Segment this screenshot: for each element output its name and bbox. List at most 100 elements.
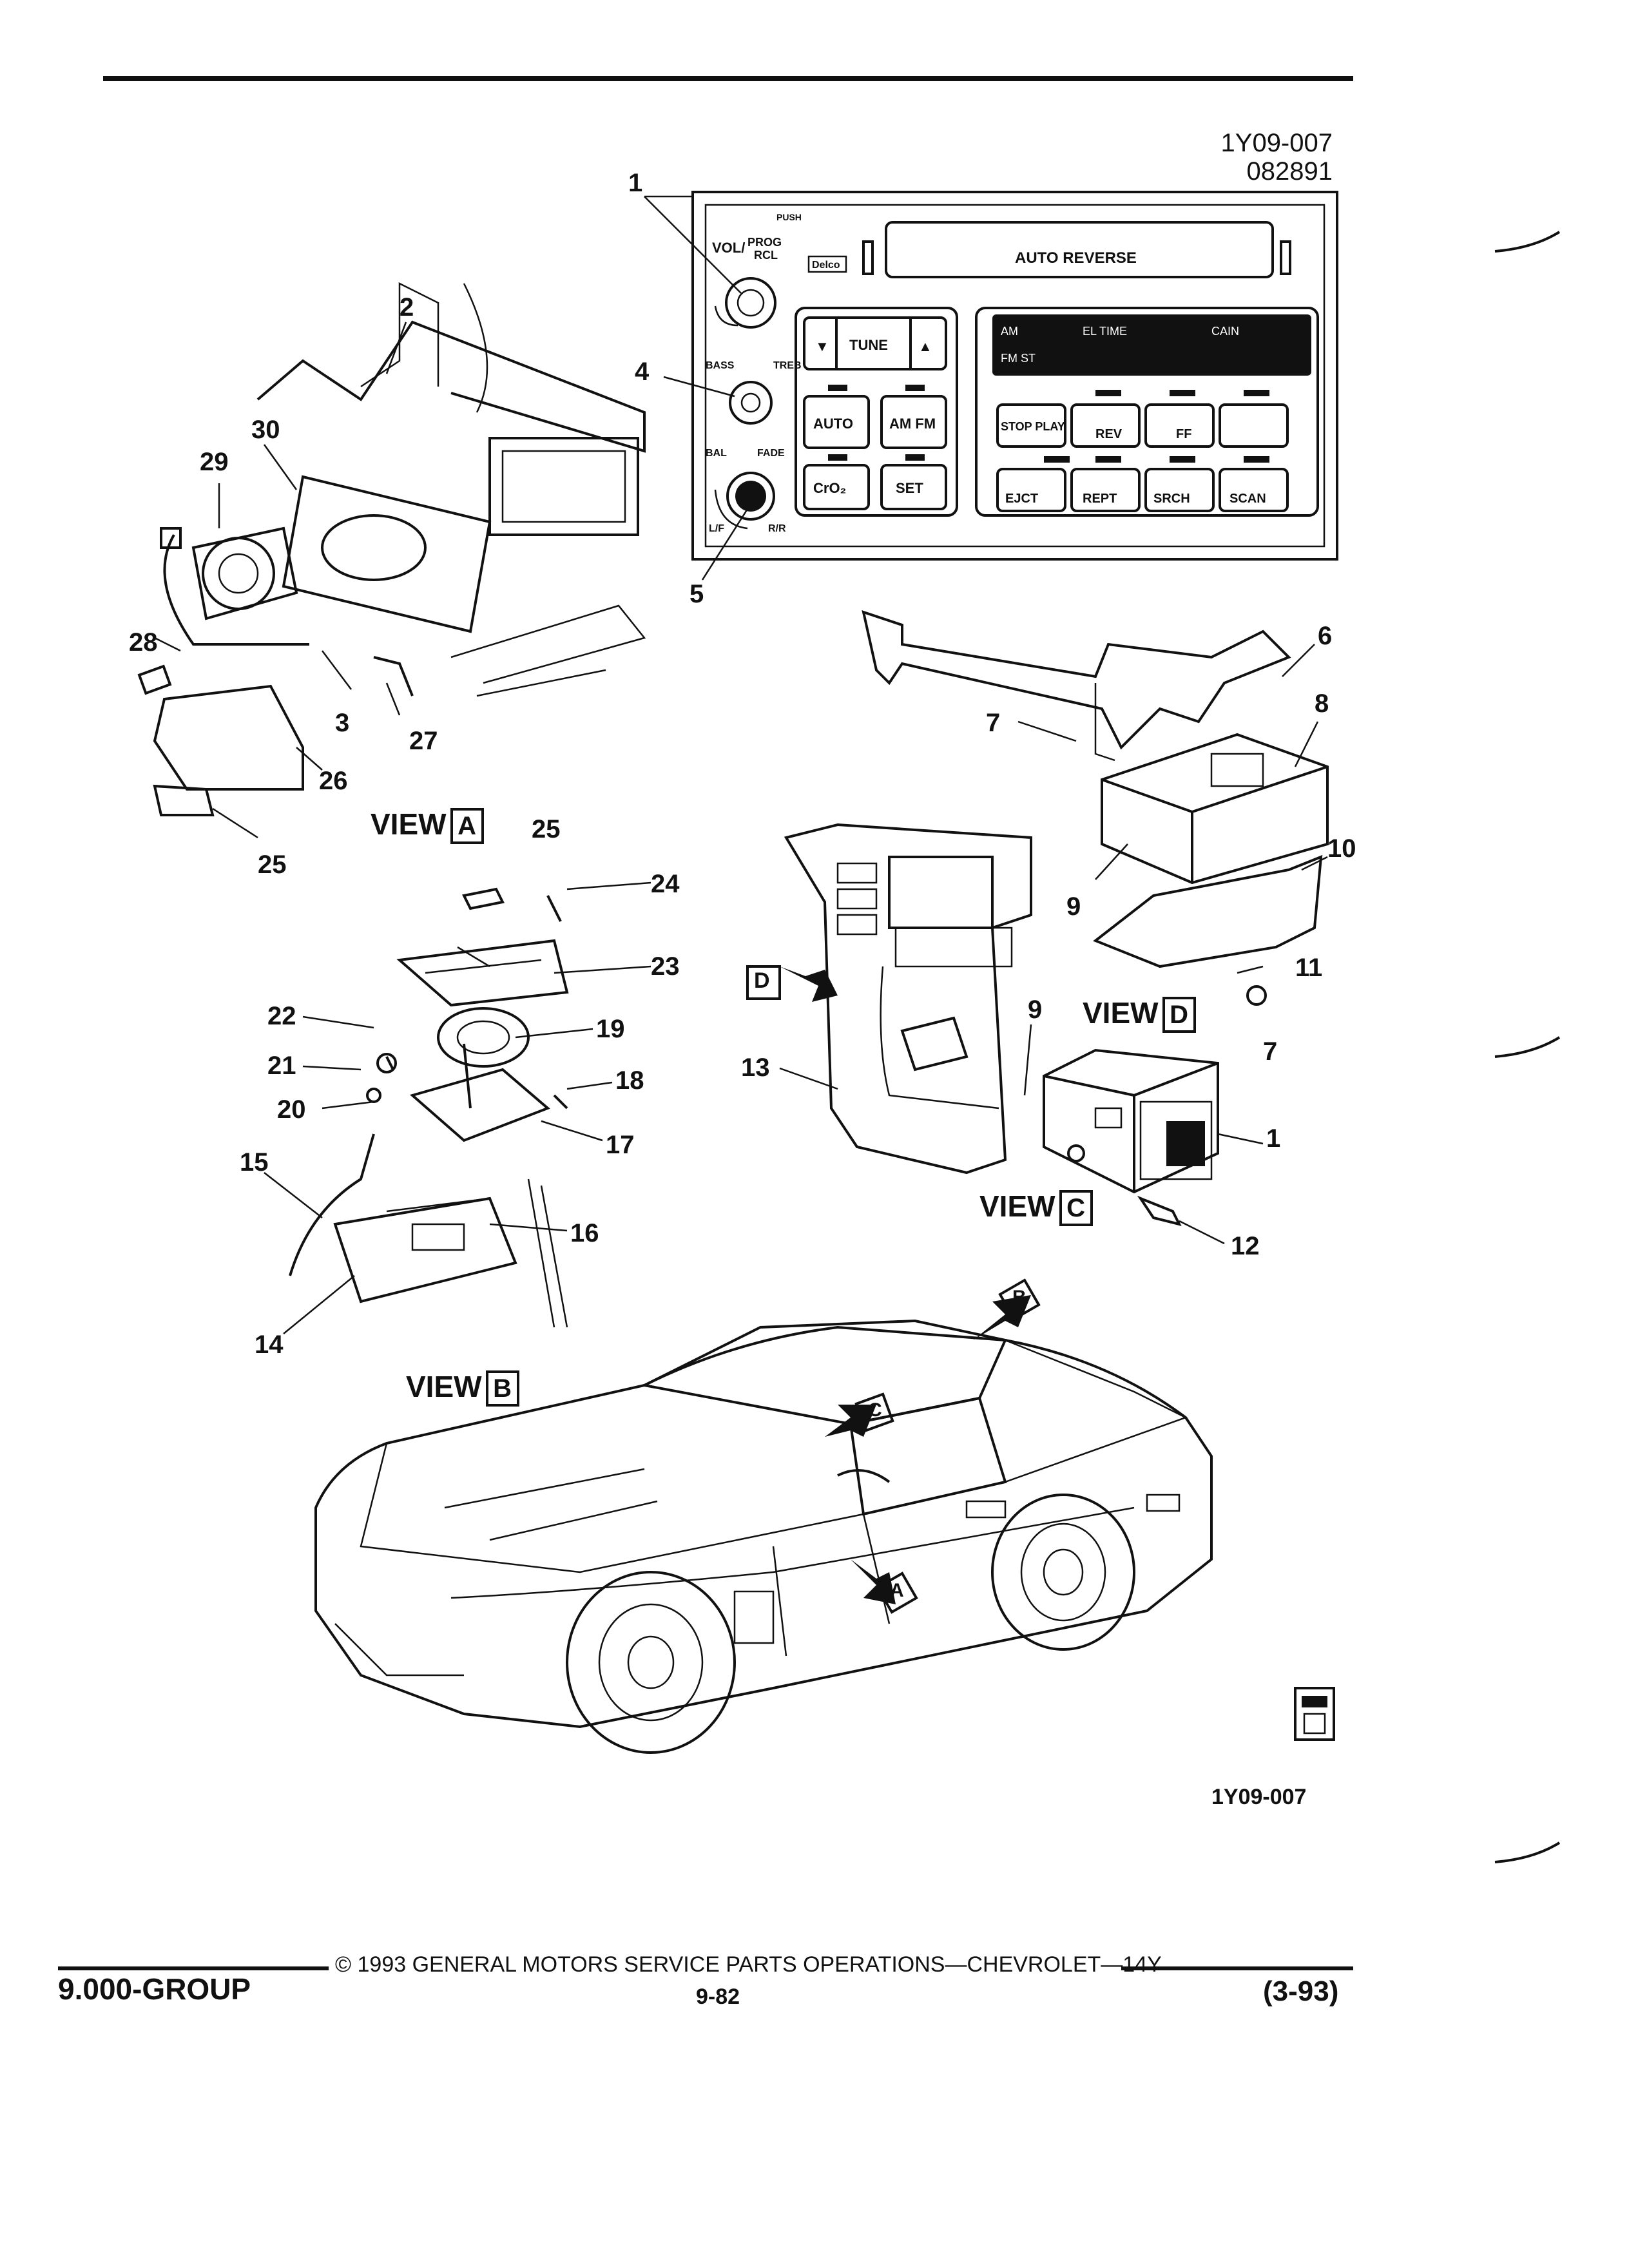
- callout-24: 24: [651, 870, 680, 898]
- callout-6: 6: [1318, 622, 1333, 650]
- bass-label: BASS: [706, 360, 735, 371]
- view-d-illustration: [784, 823, 1032, 1175]
- amplifier-8: [1101, 733, 1329, 885]
- lf-label: L/F: [709, 523, 724, 534]
- publication-icon: [1294, 1687, 1335, 1741]
- arrow-a-letter: A: [890, 1580, 904, 1601]
- bracket-10: [1093, 854, 1323, 968]
- rev-label: REV: [1095, 427, 1123, 441]
- callout-13: 13: [741, 1053, 770, 1082]
- figure-date-code: 082891: [1246, 157, 1333, 186]
- view-b-box: B: [485, 1370, 519, 1407]
- arrow-c-letter: C: [868, 1399, 882, 1421]
- stop-play-label: STOP PLAY: [1001, 420, 1065, 433]
- figure-id-bottom: 1Y09-007: [1211, 1785, 1307, 1809]
- callout-11: 11: [1295, 954, 1323, 982]
- callout-7-lower: 7: [1263, 1037, 1278, 1066]
- bal-label: BAL: [706, 448, 727, 459]
- view-b-illustration: [289, 887, 569, 1328]
- footer-date: (3-93): [1263, 1975, 1339, 2007]
- vol-label: VOL/: [712, 240, 745, 256]
- footer-group: 9.000-GROUP: [58, 1972, 251, 2006]
- prog-label: PROG: [747, 236, 782, 249]
- callout-29: 29: [200, 448, 229, 476]
- bass-treble-knob: [729, 381, 773, 425]
- callout-30: 30: [251, 416, 280, 444]
- footer-copyright: © 1993 GENERAL MOTORS SERVICE PARTS OPER…: [335, 1952, 1162, 1977]
- arrow-b-letter: B: [1012, 1287, 1027, 1308]
- view-a-illustration: [137, 282, 646, 816]
- callout-12: 12: [1231, 1232, 1260, 1260]
- arrow-a-on-car: [851, 1559, 918, 1614]
- part-26-cover: [153, 684, 304, 791]
- cro2-button-label: CrO₂: [813, 480, 846, 496]
- brand-logo: Delco: [812, 260, 840, 271]
- footer-rule-left: [58, 1966, 329, 1970]
- volume-knob: [725, 277, 776, 329]
- callout-14: 14: [255, 1331, 284, 1359]
- amfm-button-label: AM FM: [889, 416, 936, 432]
- view-d-box: D: [1162, 997, 1196, 1033]
- lcd-fm-st: FM ST: [1001, 352, 1036, 365]
- footer-rule-right: [1121, 1966, 1353, 1970]
- rept-label: REPT: [1083, 492, 1117, 506]
- header-rule: [103, 76, 1353, 81]
- arrow-d-letter: D: [754, 968, 770, 993]
- view-c-radio-unit: [1043, 1048, 1219, 1194]
- callout-17: 17: [606, 1131, 635, 1159]
- figure-id: 1Y09-007: [1220, 129, 1333, 157]
- callout-18: 18: [615, 1066, 644, 1095]
- arrow-b-on-car: [973, 1278, 1041, 1340]
- svg-text:▼: ▼: [815, 338, 829, 354]
- push-label: PUSH: [776, 212, 802, 222]
- callout-1: 1: [628, 169, 643, 197]
- callout-16: 16: [570, 1219, 599, 1247]
- cassette-display-text: AUTO REVERSE: [1015, 249, 1137, 267]
- callout-23: 23: [651, 952, 680, 981]
- callout-15: 15: [240, 1148, 269, 1177]
- svg-text:▲: ▲: [918, 338, 932, 354]
- figure-id-block: 1Y09-007 082891: [1221, 129, 1333, 186]
- radio-bracket-6: [862, 610, 1291, 762]
- callout-1-lower: 1: [1266, 1124, 1281, 1153]
- callout-25-bottom: 25: [258, 850, 287, 879]
- callout-9: 9: [1066, 892, 1081, 921]
- view-c-box: C: [1059, 1190, 1093, 1226]
- rr-label: R/R: [768, 523, 786, 534]
- callout-19: 19: [596, 1015, 625, 1043]
- part-25-bracket: [153, 784, 215, 816]
- ejct-label: EJCT: [1005, 492, 1038, 506]
- callout-7: 7: [986, 709, 1001, 737]
- callout-27: 27: [409, 727, 438, 755]
- set-button-label: SET: [896, 480, 923, 496]
- rcl-label: RCL: [754, 249, 778, 262]
- callout-3: 3: [335, 709, 350, 737]
- auto-button-label: AUTO: [813, 416, 853, 432]
- lcd-cain: CAIN: [1211, 325, 1239, 338]
- scan-label: SCAN: [1229, 492, 1266, 506]
- callout-20: 20: [277, 1095, 306, 1124]
- cassette-slot: [885, 221, 1274, 278]
- callout-5: 5: [689, 580, 704, 608]
- lcd-el-time: EL TIME: [1083, 325, 1127, 338]
- callout-25-top: 25: [532, 815, 561, 843]
- corvette-car-illustration: [314, 1319, 1213, 1754]
- callout-21: 21: [267, 1052, 296, 1080]
- treb-label: TREB: [773, 360, 802, 371]
- lcd-am: AM: [1001, 325, 1018, 338]
- radio-faceplate: [691, 191, 1338, 561]
- callout-26: 26: [319, 767, 348, 795]
- footer-page-number: 9-82: [696, 1984, 740, 2009]
- callout-4: 4: [635, 358, 650, 386]
- callout-9-lower: 9: [1028, 995, 1043, 1024]
- callout-2: 2: [400, 293, 414, 322]
- srch-label: SRCH: [1153, 492, 1190, 506]
- view-d-arrow: [746, 965, 838, 1002]
- view-a-box: A: [450, 808, 484, 844]
- callout-10: 10: [1327, 834, 1356, 863]
